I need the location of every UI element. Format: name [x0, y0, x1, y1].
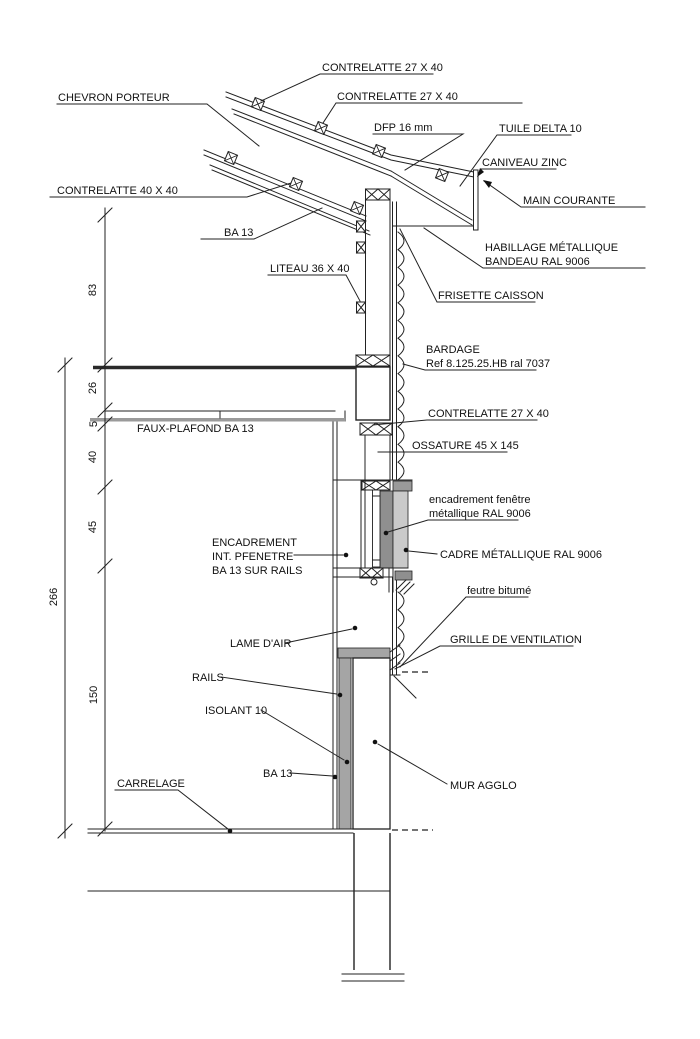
label-liteau: LITEAU 36 X 40 — [270, 263, 350, 275]
dimension-150: 150 — [88, 686, 100, 704]
label-cadre-metallique: CADRE MÉTALLIQUE RAL 9006 — [440, 548, 602, 561]
label-caniveau-zinc: CANIVEAU ZINC — [482, 157, 567, 169]
label-grille-ventilation: GRILLE DE VENTILATION — [450, 634, 582, 646]
label-contrelatte-low: CONTRELATTE 27 X 40 — [428, 408, 549, 420]
foundation-structure — [87, 644, 433, 982]
label-bardage-line2: Ref 8.125.25.HB ral 7037 — [426, 358, 550, 370]
label-tuile-delta: TUILE DELTA 10 — [499, 123, 582, 135]
label-dfp: DFP 16 mm — [374, 122, 432, 134]
label-ossature: OSSATURE 45 X 145 — [412, 440, 519, 452]
label-ba13-roof: BA 13 — [224, 227, 253, 239]
label-feutre-bitume: feutre bitumé — [467, 585, 531, 597]
leader-lines — [49, 73, 646, 834]
dimension-26: 26 — [87, 382, 99, 394]
label-bardage-line1: BARDAGE — [426, 344, 480, 356]
label-contrelatte-top: CONTRELATTE 27 X 40 — [322, 62, 443, 74]
dimension-5: 5 — [88, 421, 100, 427]
dimension-40: 40 — [87, 451, 99, 463]
labels: CONTRELATTE 27 X 40 CHEVRON PORTEUR CONT… — [57, 62, 618, 792]
label-contrelatte-40: CONTRELATTE 40 X 40 — [57, 185, 178, 197]
label-mur-agglo: MUR AGGLO — [450, 780, 517, 792]
dimension-lines: 83 26 5 40 45 150 266 — [48, 207, 113, 839]
label-encadrement-ext-line2: métallique RAL 9006 — [429, 508, 531, 520]
dimension-45: 45 — [87, 521, 99, 533]
label-encadrement-int-line1: ENCADREMENT — [212, 537, 297, 549]
label-habillage-line1: HABILLAGE MÉTALLIQUE — [485, 241, 618, 254]
label-ba13-wall: BA 13 — [263, 768, 292, 780]
label-lame-air: LAME D'AIR — [230, 638, 291, 650]
label-carrelage: CARRELAGE — [117, 778, 185, 790]
wall-structure — [90, 188, 405, 830]
label-habillage-line2: BANDEAU RAL 9006 — [485, 256, 590, 268]
dimension-266: 266 — [48, 588, 60, 606]
label-encadrement-ext-line1: encadrement fenêtre — [429, 494, 531, 506]
label-faux-plafond: FAUX-PLAFOND BA 13 — [137, 423, 254, 435]
window-detail — [332, 479, 415, 595]
label-contrelatte-mid: CONTRELATTE 27 X 40 — [337, 91, 458, 103]
label-isolant: ISOLANT 10 — [205, 705, 267, 717]
label-chevron-porteur: CHEVRON PORTEUR — [58, 92, 170, 104]
label-encadrement-int-line2: INT. PFENETRE — [212, 551, 293, 563]
dimension-83: 83 — [87, 284, 99, 296]
label-encadrement-int-line3: BA 13 SUR RAILS — [212, 565, 303, 577]
label-frisette-caisson: FRISETTE CAISSON — [438, 290, 544, 302]
roof-structure — [203, 91, 479, 236]
label-rails: RAILS — [192, 672, 224, 684]
label-main-courante: MAIN COURANTE — [523, 195, 615, 207]
